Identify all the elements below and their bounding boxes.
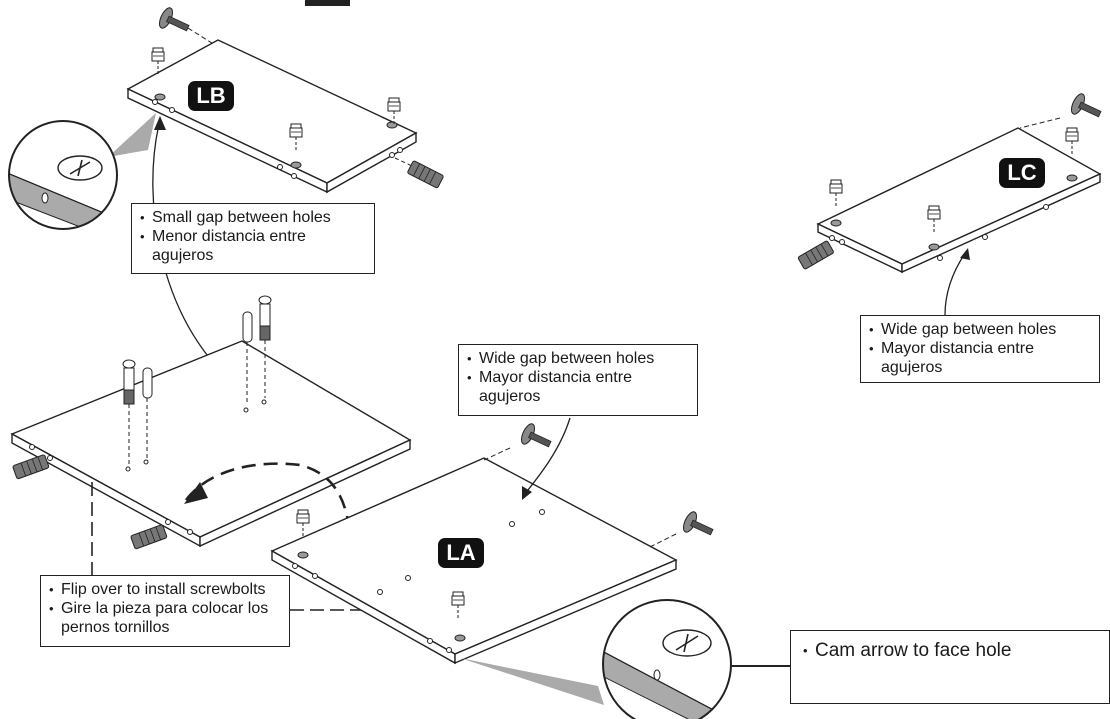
callout-line: Flip over to install screwbolts	[47, 580, 283, 599]
callout-flip-over: Flip over to install screwbolts Gire la …	[40, 575, 290, 647]
magnifier-cam-lb	[8, 113, 156, 230]
label-la: LA	[438, 538, 484, 568]
callout-line: Small gap between holes	[138, 208, 368, 227]
callout-small-gap: Small gap between holes Menor distancia …	[131, 203, 375, 274]
callout-wide-gap-la: Wide gap between holes Mayor distancia e…	[458, 344, 698, 416]
label-lb: LB	[188, 81, 234, 111]
panel-middle	[10, 295, 412, 550]
panel-lc	[797, 91, 1105, 274]
callout-cam-arrow: Cam arrow to face hole	[790, 630, 1110, 704]
callout-line: Mayor distancia entre agujeros	[465, 368, 691, 406]
callout-line: Wide gap between holes	[465, 349, 691, 368]
label-lc: LC	[999, 158, 1045, 188]
callout-line: Cam arrow to face hole	[801, 639, 1099, 663]
callout-line: Wide gap between holes	[867, 320, 1093, 339]
magnifier-cam-la	[460, 599, 732, 719]
callout-line: Gire la pieza para colocar los pernos to…	[47, 599, 283, 637]
callout-line: Menor distancia entre agujeros	[138, 227, 368, 265]
callout-line: Mayor distancia entre agujeros	[867, 339, 1093, 377]
callout-wide-gap-lc: Wide gap between holes Mayor distancia e…	[860, 315, 1100, 383]
panel-lb	[126, 0, 445, 194]
